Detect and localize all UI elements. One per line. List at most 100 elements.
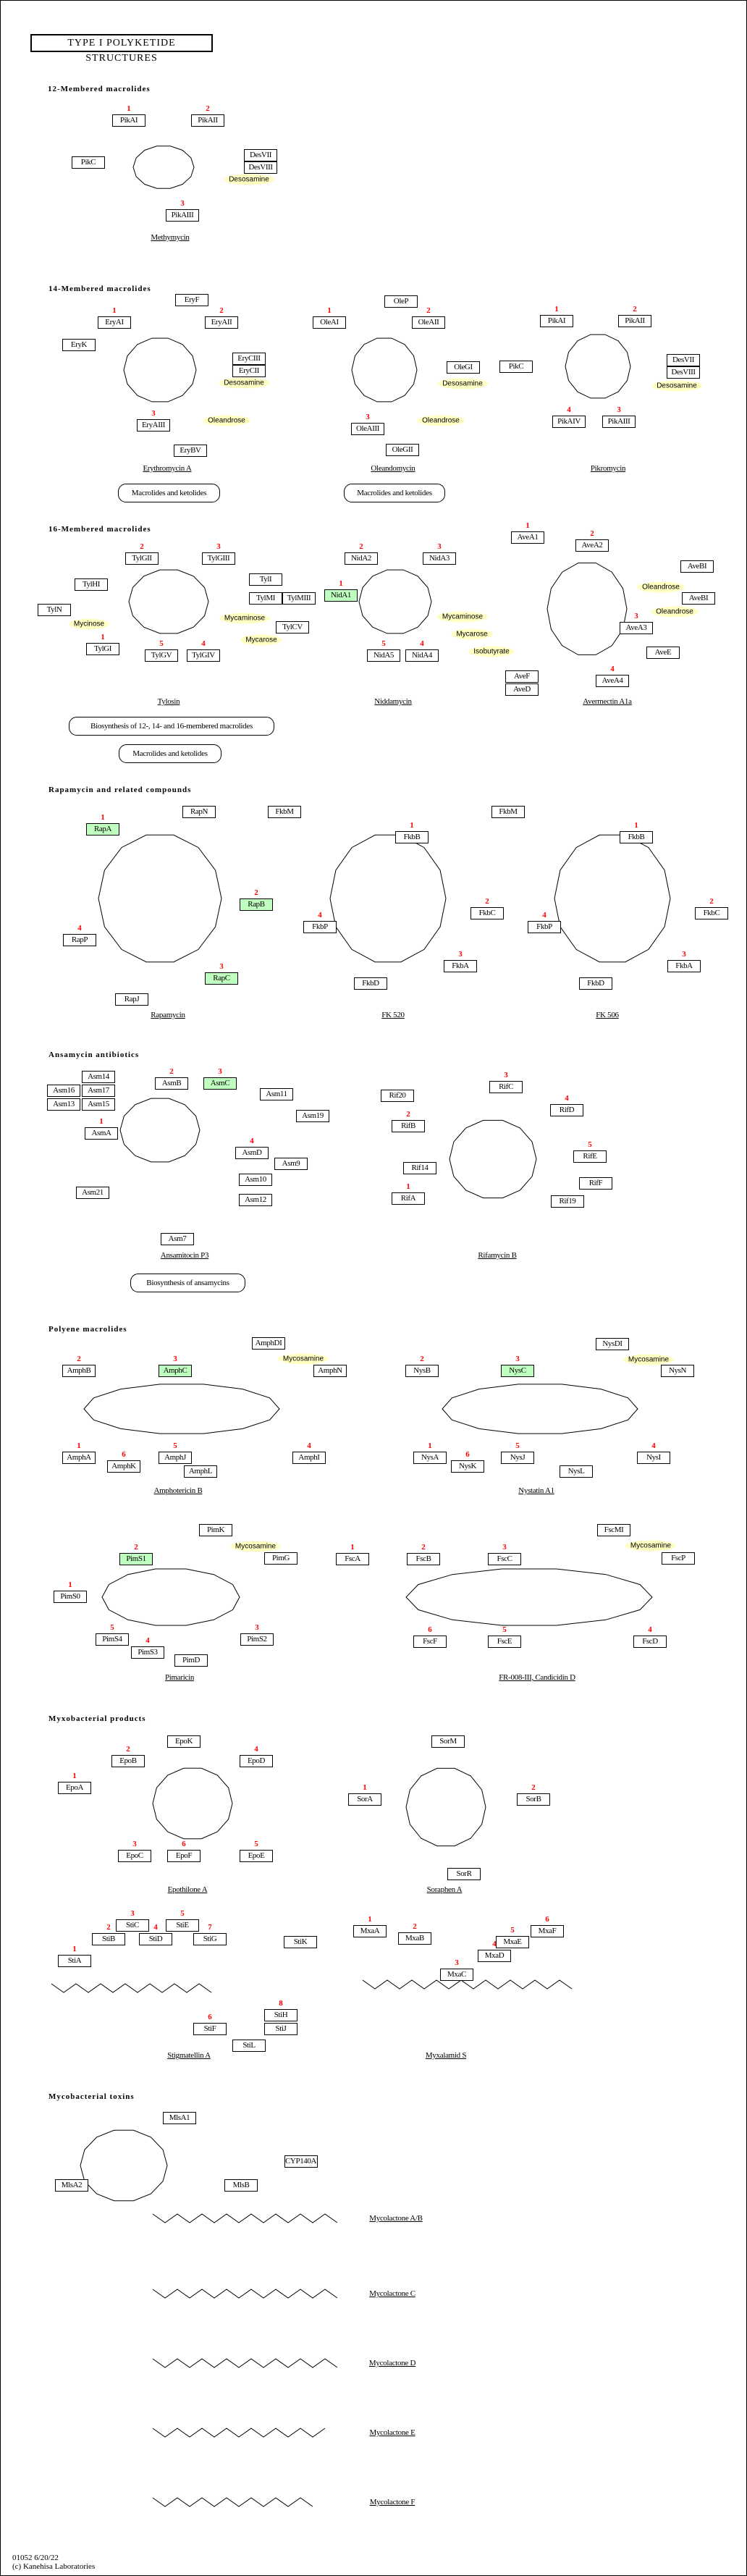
pathway-map-link[interactable]: Biosynthesis of ansamycins: [130, 1274, 245, 1292]
enzyme-box[interactable]: FkbC: [695, 907, 728, 919]
enzyme-box[interactable]: FkbA: [444, 960, 477, 972]
enzyme-box[interactable]: PimK: [199, 1524, 232, 1536]
enzyme-box[interactable]: PikC: [72, 156, 105, 169]
compound-name[interactable]: FR-008-III, Candicidin D: [499, 1673, 575, 1682]
enzyme-box[interactable]: FscC: [488, 1553, 521, 1565]
sugar-moiety[interactable]: Oleandrose: [203, 415, 250, 426]
enzyme-box[interactable]: EryAIII: [137, 419, 170, 432]
enzyme-box[interactable]: SorM: [431, 1735, 465, 1748]
enzyme-box[interactable]: SorB: [517, 1793, 550, 1806]
enzyme-box[interactable]: NysN: [661, 1365, 694, 1377]
enzyme-box[interactable]: StiC: [116, 1919, 149, 1932]
enzyme-box[interactable]: DesVIII: [244, 161, 277, 174]
enzyme-box[interactable]: Rif19: [551, 1195, 584, 1208]
enzyme-box[interactable]: StiF: [193, 2023, 227, 2035]
enzyme-box[interactable]: RifE: [573, 1150, 607, 1163]
enzyme-box[interactable]: OleGI: [447, 361, 480, 374]
enzyme-box[interactable]: FkbD: [579, 977, 612, 990]
enzyme-box[interactable]: Asm17: [82, 1085, 115, 1097]
enzyme-box[interactable]: AmphK: [107, 1460, 140, 1473]
sugar-moiety[interactable]: Desosamine: [651, 380, 702, 392]
enzyme-box[interactable]: EpoF: [167, 1850, 201, 1862]
compound-name[interactable]: Mycolactone E: [369, 2428, 415, 2437]
enzyme-box[interactable]: PimG: [264, 1552, 297, 1565]
enzyme-box[interactable]: NysB: [405, 1365, 439, 1377]
enzyme-box[interactable]: AveBI: [682, 592, 715, 605]
compound-name[interactable]: Avermectin A1a: [583, 697, 632, 706]
sugar-moiety[interactable]: Oleandrose: [417, 415, 465, 426]
pathway-map-link[interactable]: Macrolides and ketolides: [344, 484, 445, 502]
enzyme-box[interactable]: FscA: [336, 1553, 369, 1565]
enzyme-box[interactable]: Asm19: [296, 1110, 329, 1122]
sugar-moiety[interactable]: Desosamine: [224, 174, 274, 185]
enzyme-box[interactable]: SorA: [348, 1793, 381, 1806]
enzyme-box[interactable]: OleP: [384, 295, 418, 308]
sugar-moiety[interactable]: Isobutyrate: [468, 646, 515, 657]
enzyme-box[interactable]: Asm7: [161, 1233, 194, 1245]
enzyme-box[interactable]: EpoK: [167, 1735, 201, 1748]
enzyme-box[interactable]: RapB: [240, 898, 273, 911]
compound-name[interactable]: Oleandomycin: [371, 464, 415, 473]
enzyme-box[interactable]: EpoE: [240, 1850, 273, 1862]
enzyme-box[interactable]: Asm14: [82, 1071, 115, 1083]
sugar-moiety[interactable]: Mycarose: [240, 634, 282, 646]
enzyme-box[interactable]: EpoC: [118, 1850, 151, 1862]
enzyme-box[interactable]: NysK: [451, 1460, 484, 1473]
enzyme-box[interactable]: AveBI: [680, 560, 714, 573]
pathway-map-link[interactable]: Macrolides and ketolides: [118, 484, 220, 502]
enzyme-box[interactable]: PimS3: [131, 1646, 164, 1659]
enzyme-box[interactable]: NidA3: [423, 552, 456, 565]
enzyme-box[interactable]: StiE: [166, 1919, 199, 1932]
compound-name[interactable]: Methymycin: [151, 233, 190, 242]
enzyme-box[interactable]: AveD: [505, 683, 539, 696]
enzyme-box[interactable]: FscP: [662, 1552, 695, 1565]
compound-name[interactable]: Pimaricin: [164, 1673, 195, 1682]
enzyme-box[interactable]: AmphDI: [252, 1337, 285, 1350]
enzyme-box[interactable]: PimD: [174, 1654, 208, 1667]
enzyme-box[interactable]: NysC: [501, 1365, 534, 1377]
enzyme-box[interactable]: AsmC: [203, 1077, 237, 1090]
enzyme-box[interactable]: AveA1: [511, 531, 544, 544]
compound-name[interactable]: Erythromycin A: [143, 464, 192, 473]
enzyme-box[interactable]: FscB: [407, 1553, 440, 1565]
enzyme-box[interactable]: MxaD: [478, 1950, 511, 1962]
sugar-moiety[interactable]: Oleandrose: [637, 581, 685, 593]
enzyme-box[interactable]: Asm12: [239, 1194, 272, 1206]
enzyme-box[interactable]: AmphI: [292, 1452, 326, 1464]
compound-name[interactable]: Rapamycin: [151, 1011, 185, 1019]
enzyme-box[interactable]: RapN: [182, 806, 216, 818]
enzyme-box[interactable]: Rif20: [381, 1090, 414, 1102]
enzyme-box[interactable]: FscMI: [597, 1524, 630, 1536]
sugar-moiety[interactable]: Desosamine: [437, 378, 488, 390]
enzyme-box[interactable]: AveA3: [620, 622, 653, 634]
enzyme-box[interactable]: PikC: [499, 361, 533, 373]
sugar-moiety[interactable]: Mycaminose: [219, 613, 271, 624]
enzyme-box[interactable]: StiJ: [264, 2023, 297, 2035]
enzyme-box[interactable]: EpoD: [240, 1755, 273, 1767]
enzyme-box[interactable]: DesVIII: [667, 366, 700, 379]
enzyme-box[interactable]: AsmA: [85, 1127, 118, 1140]
enzyme-box[interactable]: NysJ: [501, 1452, 534, 1464]
enzyme-box[interactable]: NidA1: [324, 589, 358, 602]
enzyme-box[interactable]: PimS0: [54, 1591, 87, 1603]
enzyme-box[interactable]: NysDI: [596, 1338, 629, 1350]
enzyme-box[interactable]: OleAII: [412, 316, 445, 329]
compound-name[interactable]: Ansamitocin P3: [160, 1251, 209, 1260]
compound-name[interactable]: Amphotericin B: [153, 1486, 203, 1495]
sugar-moiety[interactable]: Mycinose: [68, 618, 110, 630]
enzyme-box[interactable]: RapA: [86, 823, 119, 835]
enzyme-box[interactable]: Asm16: [47, 1085, 80, 1097]
enzyme-box[interactable]: AmphB: [62, 1365, 96, 1377]
enzyme-box[interactable]: PikAIII: [166, 209, 199, 222]
enzyme-box[interactable]: PimS1: [119, 1553, 153, 1565]
enzyme-box[interactable]: AveA4: [596, 675, 629, 687]
compound-name[interactable]: FK 506: [596, 1011, 619, 1019]
enzyme-box[interactable]: FkbB: [395, 831, 429, 843]
enzyme-box[interactable]: TylGII: [125, 552, 159, 565]
enzyme-box[interactable]: OleAI: [313, 316, 346, 329]
enzyme-box[interactable]: NysA: [413, 1452, 447, 1464]
enzyme-box[interactable]: PimS4: [96, 1633, 129, 1646]
compound-name[interactable]: FK 520: [381, 1011, 405, 1019]
sugar-moiety[interactable]: Mycosamine: [277, 1353, 329, 1365]
enzyme-box[interactable]: NysL: [560, 1465, 593, 1478]
